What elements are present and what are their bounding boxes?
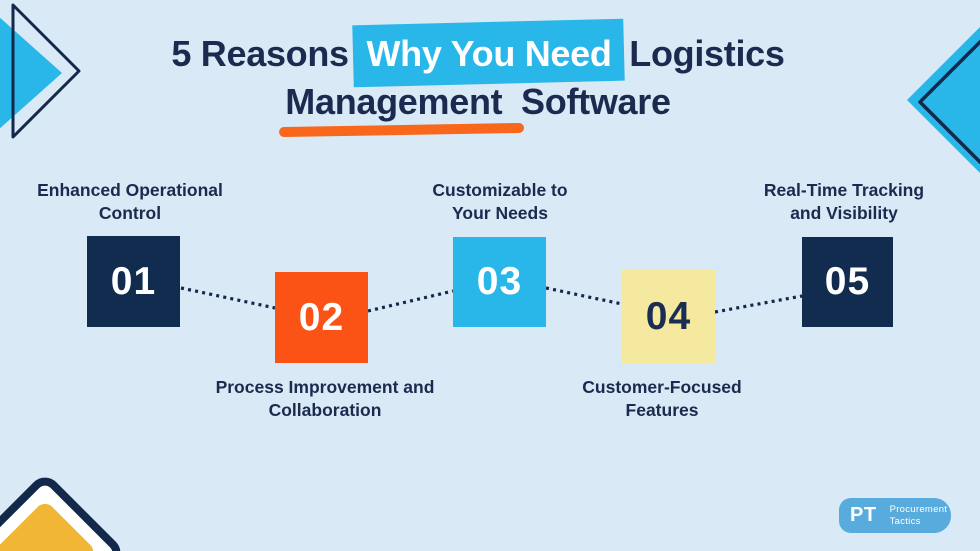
reason-2-label-line1: Process Improvement and [215, 377, 435, 397]
reason-3-label-line2: Your Needs [452, 203, 548, 224]
title-highlight-text: Why You Need [366, 33, 612, 74]
dotted-connector-1-2 [180, 286, 276, 310]
title-underlined-word: Management [279, 78, 525, 138]
title-highlight: Why You Need [352, 18, 626, 88]
reason-1-number: 01 [110, 259, 157, 303]
reason-5-number: 05 [824, 260, 871, 303]
reason-1-label-line1: Enhanced Operational [37, 180, 223, 200]
title-text-post: Logistics [629, 33, 785, 74]
reason-2-label: Process Improvement and Collaboration [205, 376, 445, 422]
reason-3-label-line1: Customizable to [432, 180, 568, 200]
title-underlined-text: Management [285, 81, 503, 122]
reason-1-label-line2: Control [98, 203, 162, 224]
reason-4-number: 04 [645, 294, 692, 338]
reason-5-label-line1: Real-Time Tracking [763, 180, 925, 200]
reason-3-number: 03 [476, 260, 523, 303]
title-line-2: Management Software [0, 78, 968, 138]
reason-5-number-box: 05 [802, 237, 893, 327]
title-text-rest: Software [521, 81, 671, 122]
reason-1-number-box: 01 [87, 236, 180, 327]
reason-2-number: 02 [298, 295, 345, 339]
page-title: 5 Reasons Why You Need Logistics Managem… [0, 18, 968, 138]
reason-4-label-line2: Features [625, 400, 699, 421]
procurement-tactics-logo: PT Procurement Tactics [839, 498, 951, 533]
dotted-connector-3-4 [545, 286, 623, 306]
reason-1-label: Enhanced Operational Control [15, 179, 245, 225]
reason-5-label-line2: and Visibility [790, 203, 898, 224]
reason-5-label: Real-Time Tracking and Visibility [734, 179, 954, 225]
reason-4-number-box: 04 [622, 270, 715, 363]
reason-4-label: Customer-Focused Features [552, 376, 772, 422]
reason-3-number-box: 03 [453, 237, 546, 327]
title-text-pre: 5 Reasons [171, 33, 349, 74]
reason-2-label-line2: Collaboration [268, 400, 382, 421]
reason-2-number-box: 02 [275, 272, 368, 363]
dotted-connector-4-5 [714, 294, 803, 314]
orange-underline-decoration [279, 122, 525, 138]
logo-monogram: PT [850, 504, 877, 526]
dotted-connector-2-3 [367, 289, 454, 313]
title-line-1: 5 Reasons Why You Need Logistics [0, 18, 968, 88]
logo-name-line2: Tactics [889, 515, 921, 527]
reason-3-label: Customizable to Your Needs [390, 179, 610, 225]
reason-4-label-line1: Customer-Focused [582, 377, 742, 397]
logo-name-line1: Procurement [889, 503, 948, 515]
logo-name: Procurement Tactics [890, 504, 948, 528]
